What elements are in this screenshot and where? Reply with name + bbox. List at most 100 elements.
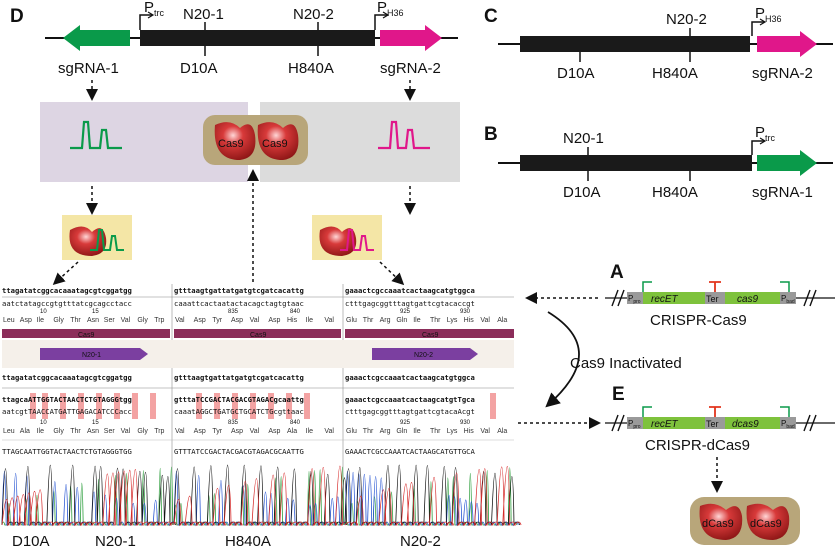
panel-label-b: B (484, 124, 498, 145)
cas9-track-3: Cas9 (422, 332, 438, 339)
amino-acid-label: Val (175, 317, 185, 324)
ptrc-promoter-icon (139, 14, 152, 30)
ref-seq-2: gtttaagtgattatgatgtcgatcacattg (174, 286, 304, 295)
svg-text:N20-1: N20-1 (82, 352, 101, 359)
panel-c-construct: C PH36 N20-2 D10A H840A sgRNA-2 (484, 5, 833, 82)
amino-acid-label: Gly (53, 428, 64, 435)
svg-text:10: 10 (40, 420, 47, 426)
amino-acid-label: Val (480, 428, 490, 435)
amino-acid-label: Val (175, 428, 185, 435)
amino-acid-label: Leu (3, 428, 15, 435)
svg-text:Ter: Ter (706, 419, 719, 429)
panel-label-d: D (10, 6, 24, 27)
n20-1-feature (40, 348, 148, 360)
mutation-highlights (30, 393, 496, 419)
read-seq-1: TTAGCAATTGGTACTAACTCTGTAGGGTGG (2, 447, 132, 456)
cas9-gene-block (140, 30, 375, 46)
panel-d-construct: D Ptrc PH36 N20-1 N20-2 D10A H840A sgRNA… (10, 0, 458, 77)
svg-text:dcas9: dcas9 (732, 419, 759, 430)
amino-acid-label: His (464, 317, 475, 324)
amino-acid-label: Asp (268, 317, 280, 324)
c-sgrna2-label: sgRNA-2 (752, 65, 813, 82)
inactivation-label: Cas9 Inactivated (570, 355, 682, 372)
amino-acid-label: Thr (70, 428, 81, 435)
amino-acid-label: Ile (37, 317, 45, 324)
amino-acid-label: Thr (70, 317, 81, 324)
svg-text:15: 15 (92, 309, 99, 315)
svg-text:10: 10 (40, 309, 47, 315)
svg-text:recET: recET (651, 419, 679, 430)
bottom-label-n20-1: N20-1 (95, 533, 136, 550)
b-d10a-label: D10A (563, 184, 601, 201)
amino-acid-label: Gln (396, 428, 407, 435)
read-seq-2: GTTTATCCGACTACGACGTAGACGCAATTG (174, 447, 304, 456)
amino-acid-label: Trp (154, 317, 164, 324)
sequence-alignment: ttagatatcggcacaaatagcgtcggatgg gtttaagtg… (1, 284, 522, 550)
ref-seq-3: gaaactcgccaaatcactaagcatgtggca (345, 286, 475, 295)
svg-text:925: 925 (400, 309, 411, 315)
inactivation-arrow (545, 311, 580, 408)
svg-text:Ppro: Ppro (628, 294, 641, 305)
amino-acid-label: Lys (447, 317, 458, 324)
cas9-track-2: Cas9 (250, 332, 266, 339)
amino-acid-label: Tyr (212, 317, 222, 324)
amino-acid-label: Val (121, 317, 131, 324)
ref2-seq-1: ttagatatcggcacaaatagcgtcggatgg (2, 373, 132, 382)
e-dcas9-block (725, 417, 780, 429)
amino-acid-label: Lys (447, 428, 458, 435)
sgrna2-label: sgRNA-2 (380, 60, 441, 77)
bottom-label-n20-2: N20-2 (400, 533, 441, 550)
bottom-label-h840a: H840A (225, 533, 271, 550)
cas9-protein-right (257, 122, 299, 160)
mut-seq-2: gtttaTCCGACTACGACGTAGACgcaattg (174, 395, 304, 404)
svg-text:925: 925 (400, 420, 411, 426)
panel-label-c: C (484, 6, 498, 27)
dcas9-right-label: dCas9 (750, 518, 782, 530)
amino-acid-label: Ser (104, 317, 116, 324)
chromatogram-trace (344, 467, 518, 526)
n20-1-label: N20-1 (183, 6, 224, 23)
svg-text:Ppro: Ppro (628, 419, 641, 430)
panel-a-plasmid: A Ppro recET Ter cas9 Pbad CRISPR-Cas9 (605, 262, 835, 329)
ref2-seq-3: gaaactcgccaaatcactaagcatgtggca (345, 373, 475, 382)
amino-acid-label: Ala (287, 428, 297, 435)
amino-acid-label: Asp (268, 428, 280, 435)
cas9-track-1: Cas9 (78, 332, 94, 339)
b-h840a-label: H840A (652, 184, 698, 201)
amino-acid-label: Val (480, 317, 490, 324)
cas9-right-label: Cas9 (262, 138, 288, 150)
ref-comp-3: ctttgagcggtttagtgattcgtacaccgt (345, 299, 475, 308)
a-recet-block (643, 292, 705, 304)
dcas9-left-label: dCas9 (702, 518, 734, 530)
chromatogram-trace (344, 466, 522, 526)
panel-b-construct: B Ptrc N20-1 D10A H840A sgRNA-1 (484, 124, 833, 201)
n20-2-feature (372, 348, 478, 360)
dcas9-protein-right (746, 503, 790, 540)
panel-label-a: A (610, 262, 624, 283)
svg-text:Pbad: Pbad (781, 294, 795, 305)
amino-acid-label: His (464, 428, 475, 435)
c-h840a-label: H840A (652, 65, 698, 82)
ref-comp-2: caaattcactaatactacagctagtgtaac (174, 299, 304, 308)
amino-acid-label: Arg (380, 317, 391, 324)
amino-acid-label: Glu (346, 428, 357, 435)
svg-text:930: 930 (460, 309, 471, 315)
amino-acid-label: Glu (346, 317, 357, 324)
e-plasmid-name: CRISPR-dCas9 (645, 437, 750, 454)
amino-acid-label: Ala (20, 428, 30, 435)
sanger-chromatogram (1, 465, 522, 527)
amino-acid-label: Asn (87, 317, 99, 324)
h840a-label: H840A (288, 60, 334, 77)
b-n20-1-label: N20-1 (563, 130, 604, 147)
amino-acid-label: Gln (396, 317, 407, 324)
amino-acid-label: Val (250, 317, 260, 324)
svg-text:15: 15 (92, 420, 99, 426)
b-sgrna1-label: sgRNA-1 (752, 184, 813, 201)
cas9-protein-left (214, 122, 256, 160)
sgrna2-structure-icon (378, 120, 430, 150)
amino-acid-label: Gly (137, 317, 148, 324)
amino-acid-label: Asp (20, 317, 32, 324)
cas9-left-label: Cas9 (218, 138, 244, 150)
b-sgrna1-arrow (757, 150, 817, 176)
svg-text:840: 840 (290, 420, 301, 426)
